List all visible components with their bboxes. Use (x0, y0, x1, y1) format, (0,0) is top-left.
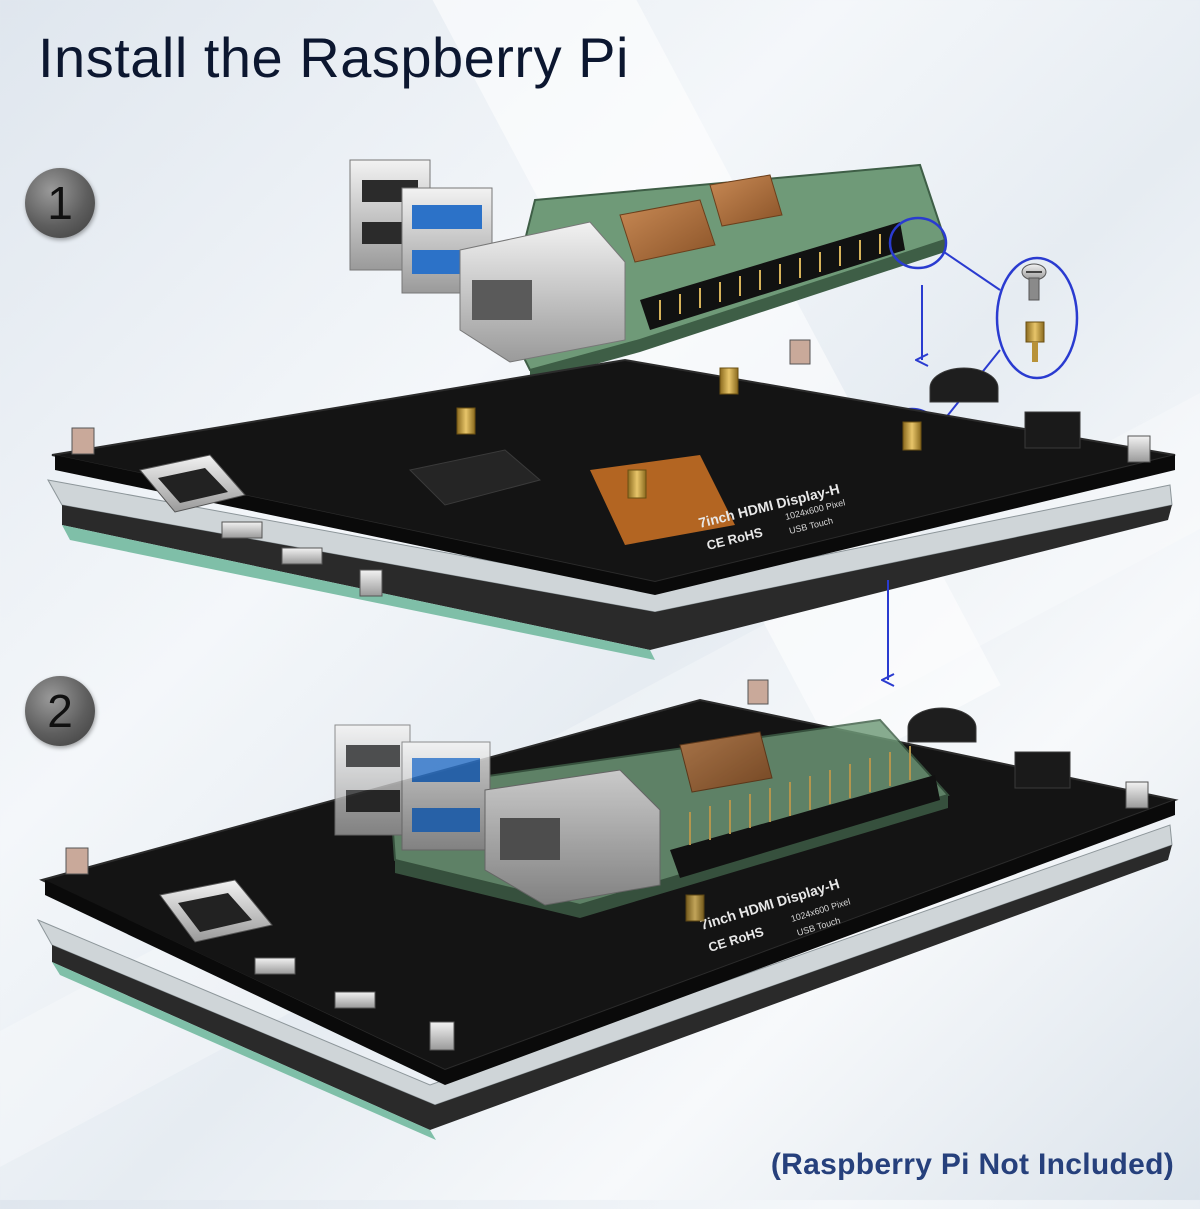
step-badge-2: 2 (25, 676, 95, 746)
corner-post (359, 569, 383, 597)
corner-post (789, 339, 811, 365)
hdmi-port (139, 454, 246, 513)
corner-post (65, 847, 89, 875)
not-included-note: (Raspberry Pi Not Included) (770, 1148, 1174, 1181)
micro-usb-port (281, 547, 323, 565)
micro-usb-port (334, 991, 376, 1009)
standoff (456, 407, 476, 435)
gpio-header (640, 222, 905, 330)
standoff (902, 421, 922, 451)
corner-post (1125, 781, 1149, 809)
screw-icon (1021, 263, 1047, 301)
battery-holder (907, 707, 977, 743)
micro-usb-port (254, 957, 296, 975)
standoff (627, 469, 647, 499)
corner-post (1127, 435, 1151, 463)
usb-ports (349, 159, 493, 294)
audio-jack (1014, 751, 1071, 789)
hdmi-port (159, 879, 273, 943)
corner-post (747, 679, 769, 705)
audio-jack (1024, 411, 1081, 449)
micro-usb-port (221, 521, 263, 539)
raspberry-pi-mounted (334, 718, 950, 922)
standoff (719, 367, 739, 395)
raspberry-pi-board-top (349, 159, 947, 382)
corner-post (71, 427, 95, 455)
step-badge-1: 1 (25, 168, 95, 238)
page-title: Install the Raspberry Pi (38, 26, 629, 89)
display-board-step-1: 7inch HDMI Display-H CE RoHS 1024x600 Pi… (47, 339, 1176, 660)
corner-post (429, 1021, 455, 1051)
battery-holder (929, 367, 999, 403)
standoff-icon (1025, 321, 1045, 362)
ethernet-port (459, 221, 626, 363)
